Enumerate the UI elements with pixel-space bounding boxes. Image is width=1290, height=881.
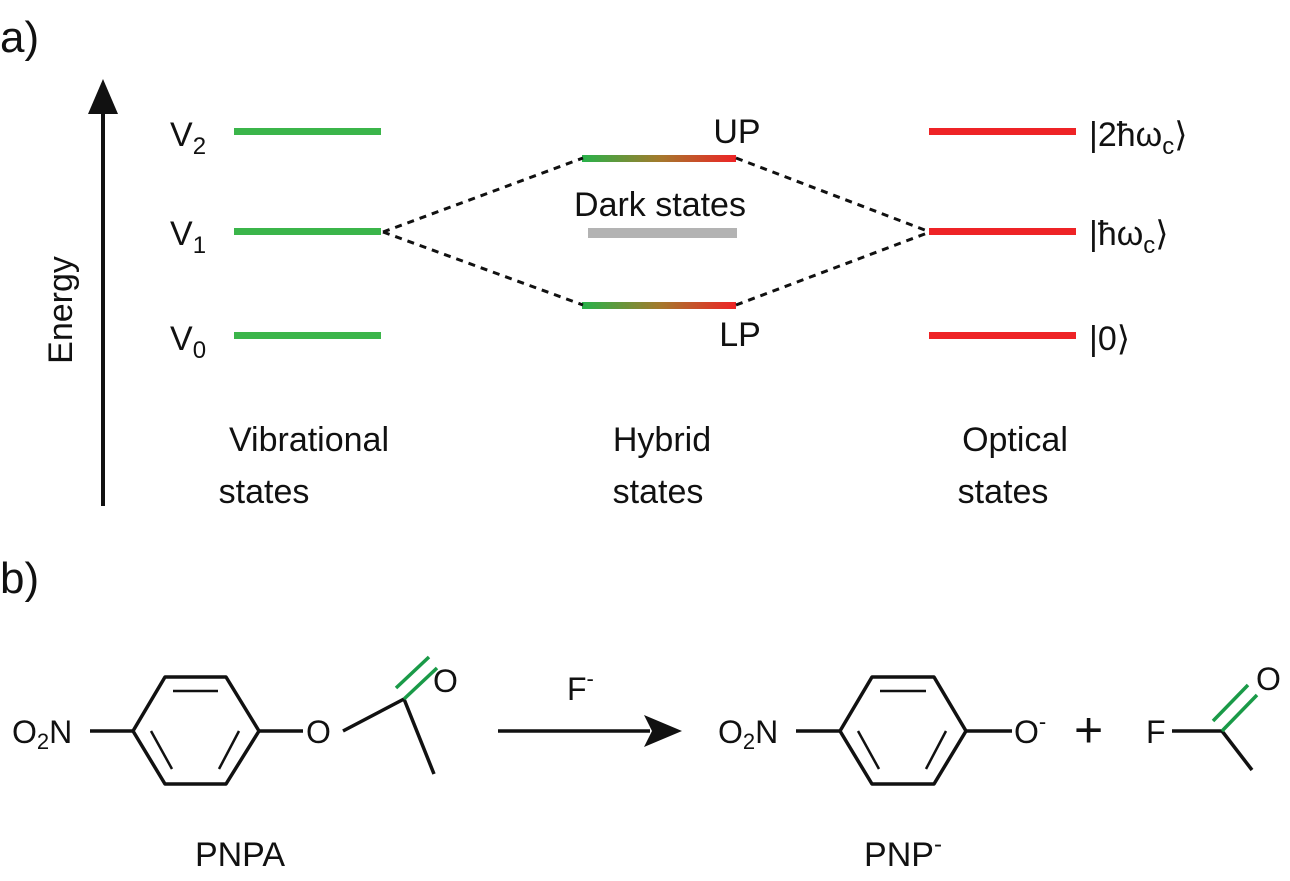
vibrational-caption-line2: states — [219, 473, 310, 511]
acyl-fluorine: F — [1146, 714, 1166, 750]
product-phenoxide-oxygen: O- — [1014, 709, 1046, 750]
reactant-name: PNPA — [195, 836, 285, 874]
coupling-line-up-opt — [735, 156, 931, 234]
coupling-line-vib-up — [382, 156, 584, 234]
reagent-label: F- — [567, 666, 594, 707]
reactant-nitro-group: O2N — [12, 714, 72, 754]
panel-a-label: a) — [0, 13, 39, 62]
optical-level-0 — [929, 332, 1076, 339]
reactant-carbonyl-oxygen: O — [433, 663, 458, 699]
product-nitro-group: O2N — [718, 714, 778, 754]
hybrid-levels: UP LP Dark states Hybrid states — [574, 113, 761, 511]
vibrational-caption-line1: Vibrational — [229, 421, 389, 459]
reactant-pnpa: O2N O O PNPA — [12, 655, 458, 874]
reaction-arrow: F- — [498, 666, 682, 747]
dark-states-level — [588, 228, 737, 238]
panel-b-label: b) — [0, 554, 39, 603]
coupling-lines — [382, 156, 931, 307]
acetyl-fluoride: F O — [1146, 661, 1281, 772]
acyl-carbonyl-bond — [1211, 683, 1259, 733]
optical-label-1: |ħωc⟩ — [1089, 215, 1169, 259]
reactant-carbonyl-bond — [394, 655, 439, 701]
vibrational-level-v2 — [234, 128, 381, 135]
level-label-v2: V2 — [170, 116, 206, 160]
plus-sign: + — [1074, 702, 1103, 758]
level-label-v1: V1 — [170, 215, 206, 259]
energy-axis: Energy — [42, 79, 118, 506]
reaction-arrowhead-icon — [644, 715, 682, 747]
optical-levels: |2ħωc⟩ |ħωc⟩ |0⟩ Optical states — [929, 116, 1187, 511]
reactant-ether-oxygen: O — [306, 714, 331, 750]
dark-states-label: Dark states — [574, 186, 746, 224]
vibrational-levels: V2 V1 V0 Vibrational states — [170, 116, 389, 511]
reactant-benzene-ring — [90, 675, 436, 786]
optical-caption-line2: states — [958, 473, 1049, 511]
optical-caption-line1: Optical — [962, 421, 1068, 459]
level-label-v0: V0 — [170, 320, 206, 364]
coupling-line-vib-lp — [382, 230, 584, 307]
product-name: PNP- — [864, 831, 942, 874]
optical-label-0: |0⟩ — [1089, 320, 1130, 358]
vibrational-level-v1 — [234, 228, 381, 235]
axis-arrowhead-icon — [88, 79, 118, 114]
acyl-carbonyl-oxygen: O — [1256, 661, 1281, 697]
upper-polariton-level — [582, 155, 736, 162]
coupling-line-lp-opt — [735, 230, 931, 307]
lower-polariton-label: LP — [719, 316, 761, 354]
lower-polariton-level — [582, 302, 736, 309]
hybrid-caption-line1: Hybrid — [613, 421, 711, 459]
product-pnp: O2N O- PNP- — [718, 675, 1046, 874]
hybrid-caption-line2: states — [613, 473, 704, 511]
optical-label-2: |2ħωc⟩ — [1089, 116, 1187, 160]
energy-axis-label: Energy — [42, 256, 80, 364]
vibrational-level-v0 — [234, 332, 381, 339]
upper-polariton-label: UP — [713, 113, 760, 151]
optical-level-1 — [929, 228, 1076, 235]
optical-level-2 — [929, 128, 1076, 135]
product-benzene-ring — [796, 675, 1012, 786]
